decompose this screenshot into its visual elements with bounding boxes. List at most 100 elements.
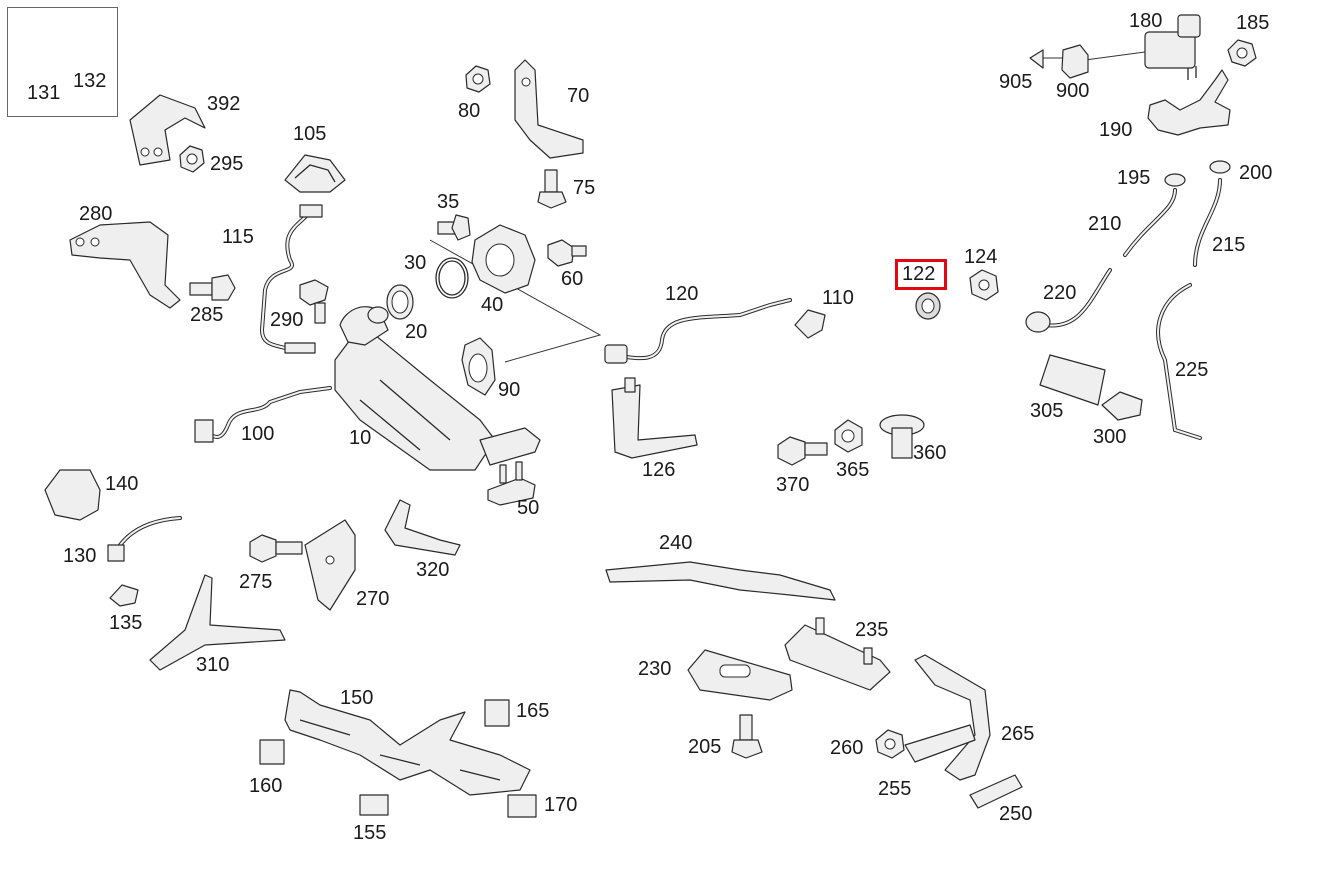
part-label-392[interactable]: 392	[207, 93, 241, 115]
part-250-clip	[969, 774, 1023, 809]
part-180-pressure-sensor	[1144, 14, 1201, 80]
part-365-washer	[834, 419, 863, 453]
part-label-310[interactable]: 310	[196, 654, 230, 676]
part-50-nut-stud	[487, 461, 536, 506]
part-label-115[interactable]: 115	[222, 226, 254, 248]
part-label-285[interactable]: 285	[190, 304, 224, 326]
part-label-150[interactable]: 150	[340, 687, 374, 709]
part-240-bracket	[605, 561, 836, 601]
part-35-bolt	[437, 214, 471, 241]
part-360-spacer	[879, 414, 925, 459]
part-label-210[interactable]: 210	[1088, 213, 1122, 235]
part-label-250[interactable]: 250	[999, 803, 1033, 825]
part-label-320[interactable]: 320	[416, 559, 450, 581]
part-190-hose-bracket	[1147, 69, 1231, 136]
part-label-195[interactable]: 195	[1117, 167, 1151, 189]
part-155-connector	[359, 794, 389, 816]
part-170-connector	[507, 794, 537, 818]
part-label-220[interactable]: 220	[1043, 282, 1077, 304]
part-label-230[interactable]: 230	[638, 658, 672, 680]
part-195-clamp	[1164, 173, 1186, 187]
part-label-300[interactable]: 300	[1093, 426, 1127, 448]
part-300-clip	[1101, 391, 1143, 421]
part-130-sensor	[107, 516, 182, 562]
part-label-122[interactable]: 122	[902, 263, 936, 285]
part-label-35[interactable]: 35	[437, 191, 460, 213]
part-label-80[interactable]: 80	[458, 100, 481, 122]
part-115-temperature-sensor	[259, 204, 323, 354]
part-label-200[interactable]: 200	[1239, 162, 1273, 184]
part-label-75[interactable]: 75	[573, 177, 596, 199]
part-label-370[interactable]: 370	[776, 474, 810, 496]
part-label-50[interactable]: 50	[517, 497, 540, 519]
part-label-30[interactable]: 30	[404, 252, 427, 274]
part-370-bolt	[777, 436, 828, 466]
part-label-260[interactable]: 260	[830, 737, 864, 759]
part-label-135[interactable]: 135	[109, 612, 143, 634]
part-label-140[interactable]: 140	[105, 473, 139, 495]
part-label-360[interactable]: 360	[913, 442, 947, 464]
part-label-126[interactable]: 126	[642, 459, 676, 481]
part-label-40[interactable]: 40	[481, 294, 504, 316]
part-label-205[interactable]: 205	[688, 736, 722, 758]
part-label-124[interactable]: 124	[964, 246, 998, 268]
part-label-905[interactable]: 905	[999, 71, 1033, 93]
part-260-nut	[875, 729, 905, 759]
part-10-catalytic-converter	[334, 306, 541, 471]
part-label-290[interactable]: 290	[270, 309, 304, 331]
part-label-165[interactable]: 165	[516, 700, 550, 722]
part-120-sensor-cable	[604, 298, 792, 364]
part-label-130[interactable]: 130	[63, 545, 97, 567]
part-label-265[interactable]: 265	[1001, 723, 1035, 745]
part-124-hex-nut	[969, 269, 999, 301]
part-150-carrier	[284, 689, 531, 796]
part-label-240[interactable]: 240	[659, 532, 693, 554]
part-105-clip	[284, 154, 346, 193]
part-210-pipe	[1123, 188, 1177, 257]
part-label-275[interactable]: 275	[239, 571, 273, 593]
part-135-clip	[109, 584, 139, 607]
part-255-plate	[904, 724, 976, 763]
part-165-connector	[484, 699, 510, 727]
part-label-270[interactable]: 270	[356, 588, 390, 610]
part-75-bolt	[537, 169, 567, 209]
part-200-clamp	[1209, 160, 1231, 174]
part-label-170[interactable]: 170	[544, 794, 578, 816]
part-label-215[interactable]: 215	[1212, 234, 1246, 256]
part-label-185[interactable]: 185	[1236, 12, 1270, 34]
part-label-160[interactable]: 160	[249, 775, 283, 797]
part-label-132[interactable]: 132	[73, 70, 107, 92]
part-label-225[interactable]: 225	[1175, 359, 1209, 381]
part-215-pipe	[1193, 178, 1222, 267]
part-70-bracket	[514, 59, 584, 159]
part-label-100[interactable]: 100	[241, 423, 275, 445]
part-label-900[interactable]: 900	[1056, 80, 1090, 102]
part-40-turbo-outlet-housing	[471, 224, 536, 294]
part-label-235[interactable]: 235	[855, 619, 889, 641]
part-label-180[interactable]: 180	[1129, 10, 1163, 32]
part-label-131[interactable]: 131	[27, 82, 61, 104]
part-295-nut	[179, 145, 205, 173]
part-label-20[interactable]: 20	[405, 321, 428, 343]
part-285-bolt	[189, 274, 236, 301]
part-label-90[interactable]: 90	[498, 379, 521, 401]
part-label-105[interactable]: 105	[293, 123, 327, 145]
part-label-10[interactable]: 10	[349, 427, 372, 449]
part-90-gasket	[461, 337, 496, 396]
part-label-295[interactable]: 295	[210, 153, 244, 175]
part-label-120[interactable]: 120	[665, 283, 699, 305]
part-label-255[interactable]: 255	[878, 778, 912, 800]
inset-box-131-132	[7, 7, 118, 117]
part-30-clamp	[435, 257, 469, 299]
part-label-280[interactable]: 280	[79, 203, 113, 225]
part-label-110[interactable]: 110	[822, 287, 854, 309]
part-label-60[interactable]: 60	[561, 268, 584, 290]
part-label-155[interactable]: 155	[353, 822, 387, 844]
part-label-190[interactable]: 190	[1099, 119, 1133, 141]
part-label-365[interactable]: 365	[836, 459, 870, 481]
part-392-bracket	[129, 94, 206, 166]
part-label-305[interactable]: 305	[1030, 400, 1064, 422]
part-225-pipe	[1156, 283, 1202, 440]
part-label-70[interactable]: 70	[567, 85, 590, 107]
